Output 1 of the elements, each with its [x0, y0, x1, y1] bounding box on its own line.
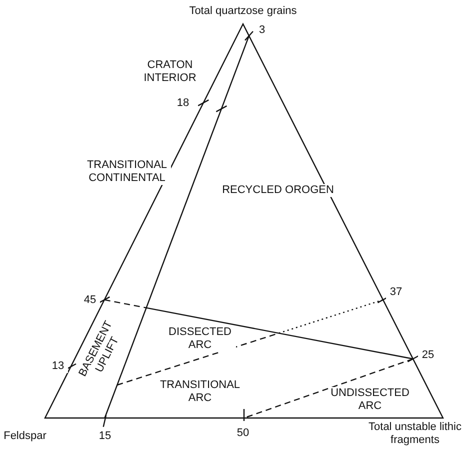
axis-label: Total unstable lithic fragments [366, 421, 464, 447]
